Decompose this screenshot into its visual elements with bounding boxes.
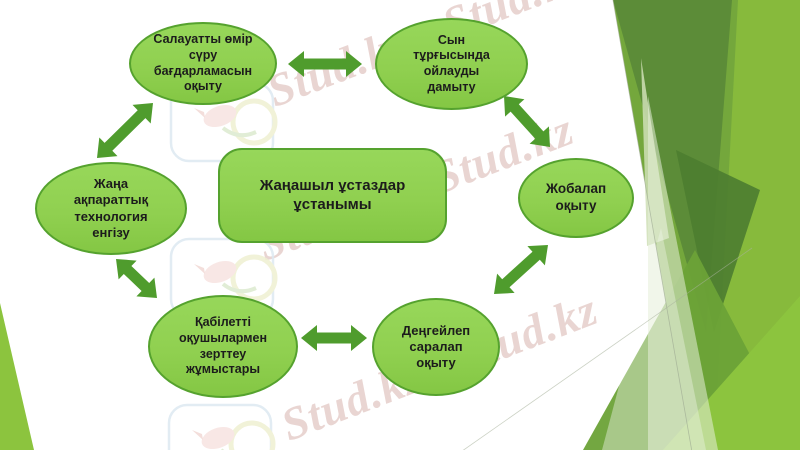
- node-critical-thinking: Сын тұрғысында ойлауды дамыту: [375, 18, 528, 110]
- deco-line: [612, 0, 693, 450]
- deco-pale-sliver: [641, 58, 669, 246]
- deco-translucent-wedge: [602, 228, 706, 450]
- deco-bottom-wedge: [583, 250, 800, 450]
- node-center-principle: Жаңашыл ұстаздар ұстанымы: [218, 148, 447, 243]
- arrow-health-critical: [288, 51, 362, 77]
- studkz-logo-watermark: [167, 403, 276, 450]
- node-healthy-life: Салауатты өмір сүру бағдарламасын оқыту: [129, 22, 277, 105]
- node-new-it: Жаңа ақпараттық технология енгізу: [35, 162, 187, 255]
- deco-triangle-darker: [676, 150, 760, 332]
- deco-pale-wedge: [648, 96, 718, 450]
- deco-triangle-mid: [613, 0, 800, 450]
- corner-wedge: [0, 303, 34, 450]
- arrow-it-health: [97, 103, 153, 158]
- node-level-differentiated: Деңгейлеп саралап оқыту: [372, 298, 500, 396]
- deco-triangle-dark: [613, 0, 732, 332]
- arrow-it-research: [116, 259, 157, 298]
- node-gifted-research: Қабілетті оқушылармен зерттеу жұмыстары: [148, 295, 298, 398]
- deco-band-bright: [714, 0, 800, 450]
- node-project-learning: Жобалап оқыту: [518, 158, 634, 238]
- arrow-project-levels: [494, 245, 548, 294]
- arrow-research-levels: [301, 325, 367, 351]
- arrow-critical-project: [504, 96, 550, 147]
- deco-bottom-bright: [663, 296, 800, 450]
